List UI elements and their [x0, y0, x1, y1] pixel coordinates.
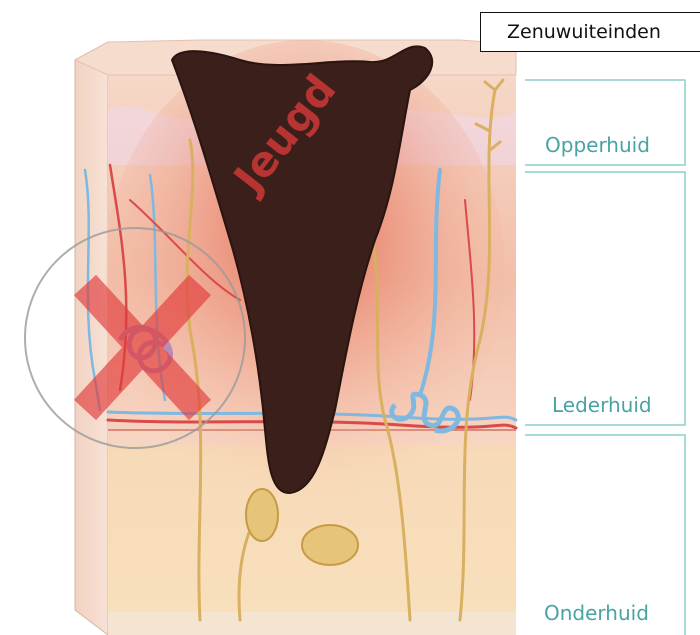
layer-brackets [525, 80, 685, 635]
nerve-endings-callout: Zenuwuiteinden [480, 12, 700, 52]
label-epidermis: Opperhuid [545, 133, 650, 157]
label-dermis: Lederhuid [552, 393, 652, 417]
skin-base [108, 612, 516, 635]
callout-text: Zenuwuiteinden [507, 21, 661, 43]
label-subcutis: Onderhuid [544, 601, 649, 625]
